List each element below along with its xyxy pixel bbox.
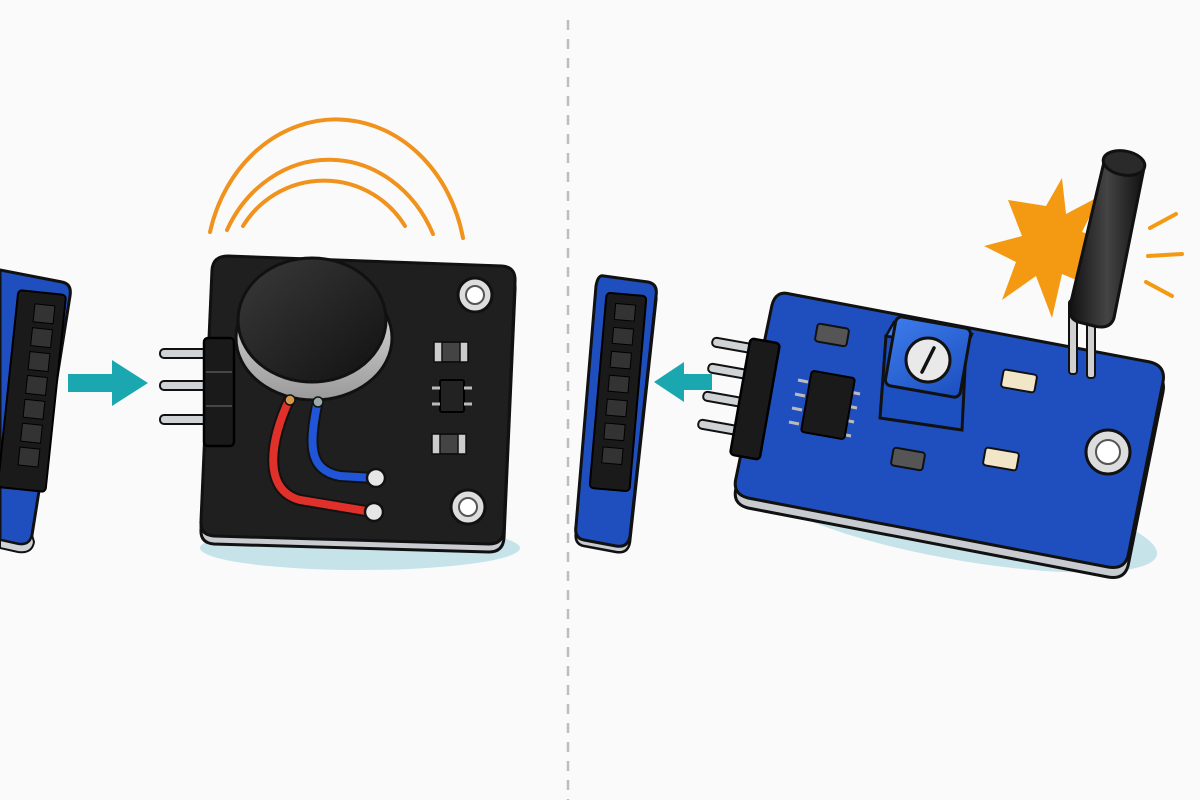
smd-resistor [890, 446, 926, 472]
smd-capacitor [431, 433, 467, 455]
vibration-motor-icon [234, 256, 394, 408]
vibration-waves-icon [208, 117, 465, 240]
header-socket-icon [0, 268, 72, 554]
mounting-hole [1084, 428, 1132, 476]
vibration-motor-module [159, 254, 517, 554]
comparator-chip [788, 370, 861, 440]
potentiometer-icon [878, 315, 974, 432]
left-panel [0, 117, 520, 570]
motor-wires [267, 392, 387, 523]
smd-led [1000, 368, 1038, 394]
smd-led [982, 446, 1020, 472]
spring-sensor-icon [1068, 149, 1147, 329]
header-socket-icon [574, 274, 658, 554]
transistor-chip [432, 379, 472, 413]
smd-resistor [814, 322, 850, 348]
header-pins [159, 336, 236, 448]
right-panel [574, 149, 1184, 579]
arrow-right-icon [68, 360, 148, 406]
header-pins [697, 336, 781, 461]
vibration-tilt-sensor-module [697, 291, 1165, 579]
smd-capacitor [433, 341, 469, 363]
arrow-left-icon [654, 362, 712, 402]
mounting-hole [456, 276, 494, 314]
mounting-hole [449, 488, 487, 526]
